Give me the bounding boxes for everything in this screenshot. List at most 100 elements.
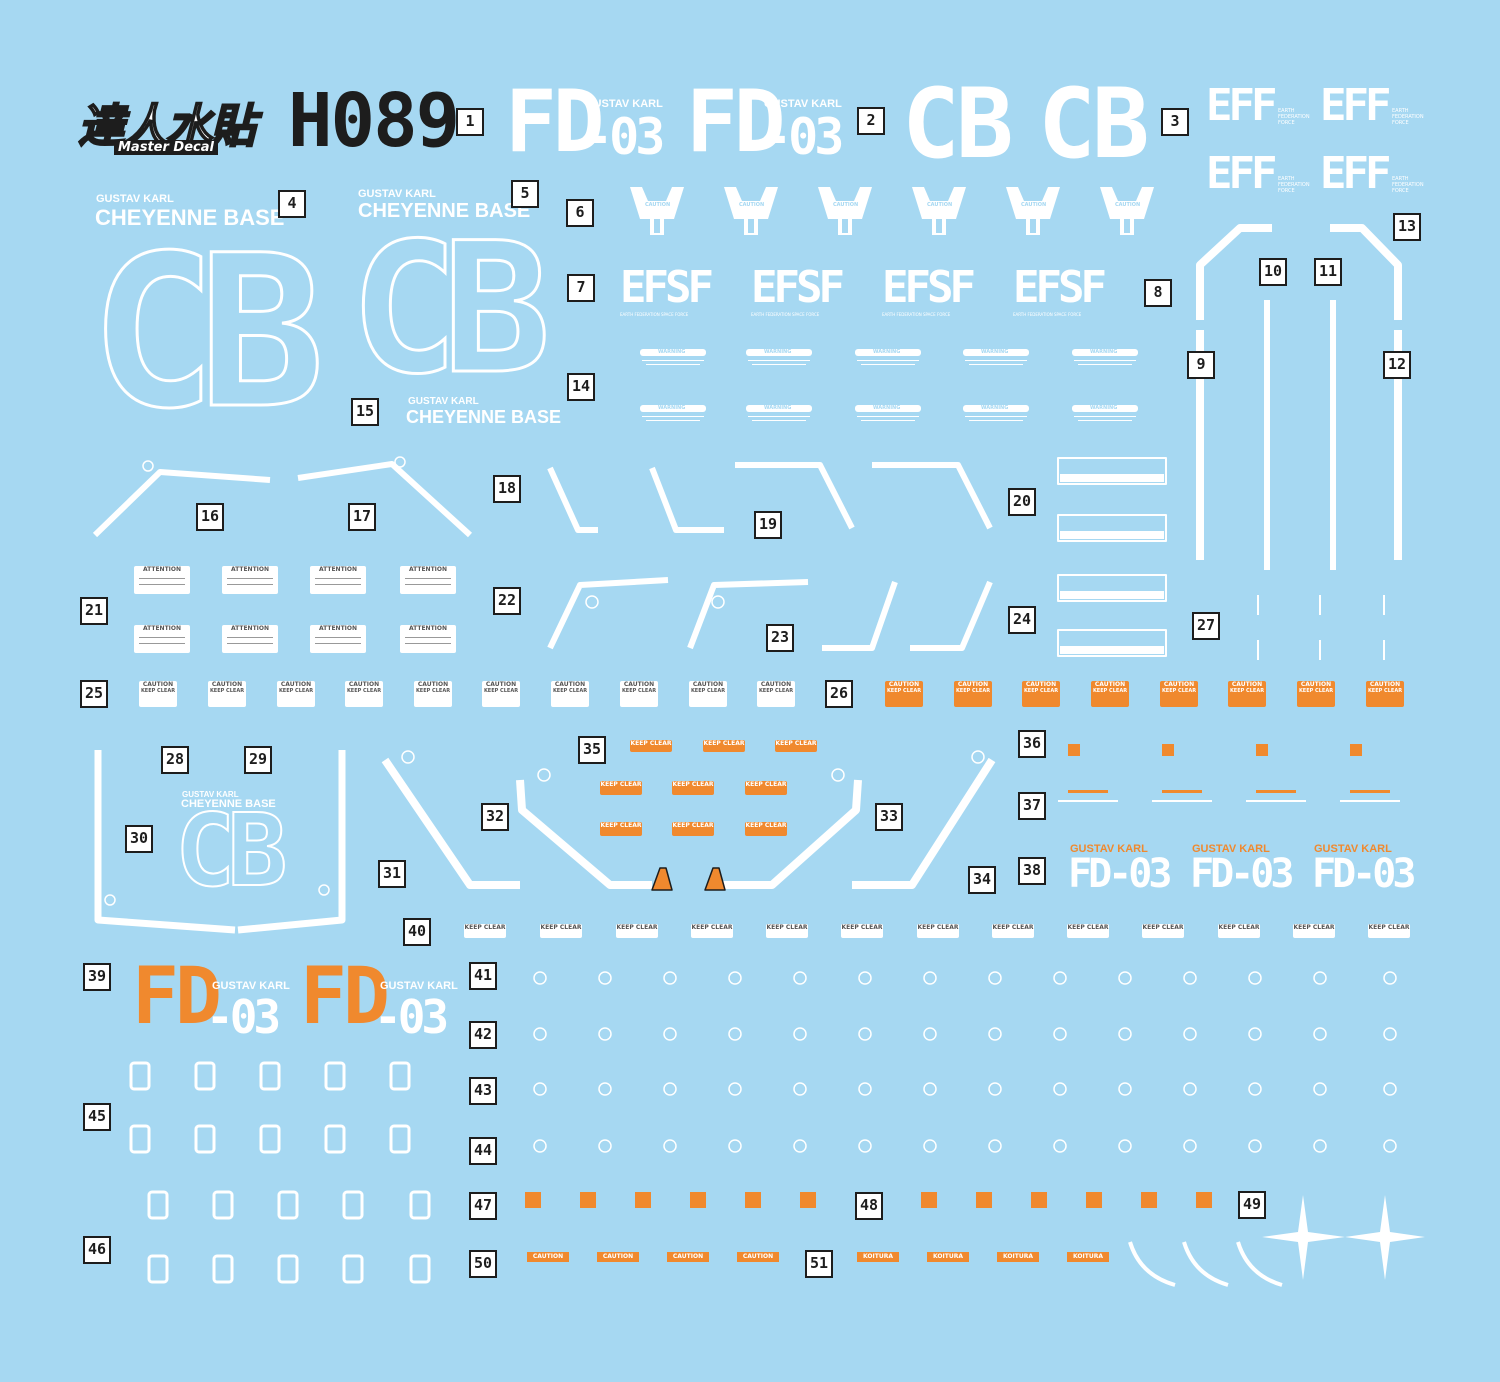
ring-mark bbox=[988, 1082, 1002, 1096]
warning-decal: WARNING bbox=[963, 349, 1029, 371]
decal-efsf-row: EFSF EARTH FEDERATION SPACE FORCE EFSF E… bbox=[620, 262, 1120, 328]
ring-mark bbox=[533, 1082, 547, 1096]
hazard-line bbox=[1340, 800, 1400, 802]
plate-decal: KEEP CLEAR bbox=[745, 781, 787, 795]
warning-bar bbox=[855, 405, 921, 412]
small-frame-decal bbox=[147, 1254, 169, 1284]
plate-decal: KEEP CLEAR bbox=[1218, 924, 1260, 938]
hazard-square bbox=[525, 1192, 541, 1208]
plate-text-line bbox=[227, 575, 273, 579]
hook-decal-31 bbox=[381, 757, 520, 889]
gustav-karl-orange: GUSTAV KARL bbox=[1070, 843, 1148, 855]
tick-mark bbox=[1383, 595, 1385, 615]
warning-label: WARNING bbox=[764, 405, 792, 411]
plate-label: KEEP CLEAR bbox=[600, 781, 642, 788]
cheyenne-base-label: CHEYENNE BASE bbox=[181, 798, 276, 810]
warning-label: WARNING bbox=[873, 405, 901, 411]
plate-label: KEEP CLEAR bbox=[841, 924, 883, 931]
plate-label: KEEP CLEAR bbox=[672, 822, 714, 829]
attention-plate: ATTENTION bbox=[400, 566, 456, 594]
plate-sublabel: KEEP CLEAR bbox=[886, 688, 922, 694]
decal-number-30: 30 bbox=[125, 825, 153, 853]
hazard-square bbox=[921, 1192, 937, 1208]
plate-decal: KEEP CLEAR bbox=[600, 822, 642, 836]
gustav-karl-label: GUSTAV KARL bbox=[380, 980, 458, 992]
ring-mark bbox=[1313, 1027, 1327, 1041]
hazard-line bbox=[1058, 800, 1118, 802]
plate-decal: KEEP CLEAR bbox=[775, 740, 817, 752]
tick-mark bbox=[1257, 595, 1259, 615]
ring-mark bbox=[923, 1027, 937, 1041]
plate-label: KEEP CLEAR bbox=[600, 822, 642, 829]
gustav-karl-label: GUSTAV KARL bbox=[96, 193, 174, 205]
plate-label: KEEP CLEAR bbox=[992, 924, 1034, 931]
angle-decal-23b bbox=[910, 580, 993, 651]
hazard-square bbox=[1068, 744, 1080, 756]
eff-sub: EARTH FEDERATION FORCE bbox=[1278, 176, 1310, 194]
attention-label: ATTENTION bbox=[408, 625, 448, 632]
logo-latin: Master Decal bbox=[114, 140, 218, 155]
warning-label: WARNING bbox=[1090, 405, 1118, 411]
ring-mark bbox=[793, 1139, 807, 1153]
shield-shape bbox=[724, 187, 778, 235]
decal-cb-2: CB bbox=[1038, 68, 1150, 180]
swoosh-decal bbox=[1182, 1241, 1229, 1287]
warning-decal: WARNING bbox=[855, 405, 921, 427]
ring-mark bbox=[533, 1027, 547, 1041]
ring-mark bbox=[711, 595, 725, 609]
tick-mark bbox=[1319, 595, 1321, 615]
frame-decal-28 bbox=[94, 750, 236, 934]
warning-decal: WARNING bbox=[1072, 405, 1138, 427]
fd03-text: FD-03 bbox=[1190, 851, 1294, 897]
ring-mark bbox=[1183, 1027, 1197, 1041]
hazard-square bbox=[635, 1192, 651, 1208]
fd-text: FD bbox=[505, 72, 605, 172]
plate-text-line bbox=[405, 640, 451, 644]
plate-label: CAUTION bbox=[692, 681, 724, 688]
plate-sublabel: KEEP CLEAR bbox=[1367, 688, 1403, 694]
ring-mark bbox=[533, 971, 547, 985]
decal-number-26: 26 bbox=[825, 680, 853, 708]
plate-decal: KEEP CLEAR bbox=[1368, 924, 1410, 938]
plate-label: CAUTION bbox=[417, 681, 449, 688]
efsf-text: EFSF bbox=[751, 262, 845, 313]
decal-number-28: 28 bbox=[161, 746, 189, 774]
angle-decal-19a bbox=[735, 462, 855, 530]
plate-label: CAUTION bbox=[760, 681, 792, 688]
plate-decal: KEEP CLEAR bbox=[672, 822, 714, 836]
plate-sublabel: KEEP CLEAR bbox=[1298, 688, 1334, 694]
plate-text-line bbox=[315, 634, 361, 638]
decal-fd03-small-row: GUSTAV KARL FD-03 GUSTAV KARL FD-03 GUST… bbox=[1068, 843, 1418, 903]
warning-line bbox=[969, 420, 1023, 421]
ring-mark bbox=[1313, 1139, 1327, 1153]
decal-number-3: 3 bbox=[1161, 108, 1189, 136]
plate-text-line bbox=[315, 581, 361, 585]
plate-label: CAUTION bbox=[957, 681, 989, 688]
decal-number-36: 36 bbox=[1018, 730, 1046, 758]
warning-label: WARNING bbox=[658, 405, 686, 411]
decal-number-4: 4 bbox=[278, 190, 306, 218]
warning-line bbox=[642, 360, 704, 361]
small-frame-decal bbox=[342, 1190, 364, 1220]
small-frame-decal bbox=[324, 1124, 346, 1154]
caution-label: CAUTION bbox=[833, 202, 859, 208]
warning-label: WARNING bbox=[873, 349, 901, 355]
decal-number-13: 13 bbox=[1393, 213, 1421, 241]
plate-label: KEEP CLEAR bbox=[766, 924, 808, 931]
warning-bar bbox=[640, 405, 706, 412]
star-decal bbox=[1262, 1195, 1345, 1280]
attention-label: ATTENTION bbox=[318, 625, 358, 632]
plate-sublabel: KEEP CLEAR bbox=[955, 688, 991, 694]
plate-label: CAUTION bbox=[623, 681, 655, 688]
angle-decal-18b bbox=[649, 466, 724, 533]
decal-number-44: 44 bbox=[469, 1137, 497, 1165]
ring-mark bbox=[537, 768, 551, 782]
fd-suffix-text: -03 bbox=[583, 108, 665, 166]
plate-label: CAUTION bbox=[1369, 681, 1401, 688]
angle-decal-23a bbox=[822, 581, 898, 651]
decal-number-51: 51 bbox=[805, 1250, 833, 1278]
strip-decal-12-bar bbox=[1394, 330, 1402, 560]
